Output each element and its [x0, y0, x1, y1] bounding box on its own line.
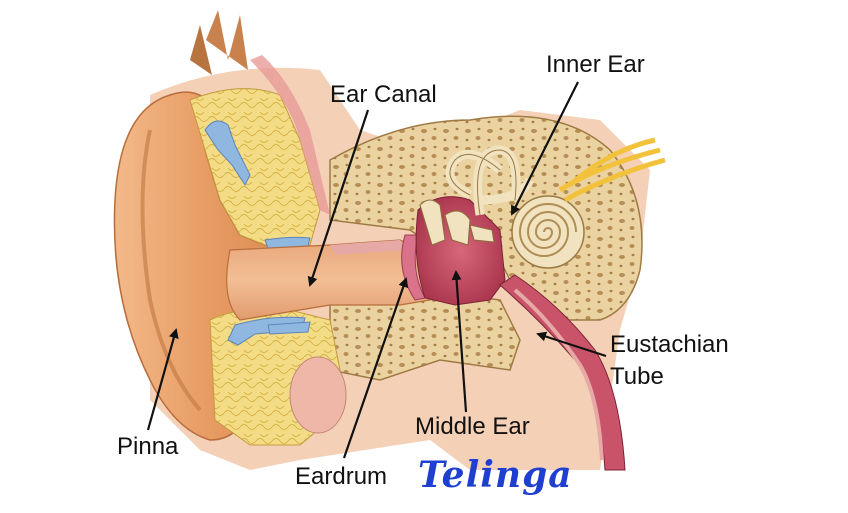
- canal-cartilage-top: [264, 236, 311, 249]
- arrow-middle-ear: [451, 270, 468, 413]
- lower-cartilage-2: [267, 321, 311, 335]
- ossicles: [419, 199, 495, 246]
- parotid-gland: [289, 356, 347, 434]
- eustachian-tube-lining: [513, 288, 604, 461]
- label-eardrum: Eardrum: [295, 463, 388, 490]
- hair-strands: [190, 10, 248, 75]
- pinna-fold: [140, 129, 202, 412]
- label-eustachian-line1: Eustachian: [610, 331, 729, 358]
- arrow-pinna: [146, 328, 179, 431]
- semicircular-canals-outline: [449, 149, 517, 216]
- arrow-eustachian-tube: [536, 331, 607, 358]
- arrow-eardrum: [342, 277, 409, 459]
- upper-skin-layer: [250, 55, 330, 215]
- caption-telinga: Telinga: [418, 454, 573, 496]
- label-middle-ear: Middle Ear: [415, 413, 530, 440]
- arrow-inner-ear: [511, 81, 579, 216]
- cochlea: [511, 195, 585, 269]
- arrow-ear-canal: [307, 109, 370, 287]
- label-inner-ear: Inner Ear: [546, 51, 645, 78]
- upper-cartilage: [204, 120, 251, 187]
- label-ear-canal: Ear Canal: [330, 81, 437, 108]
- label-pinna: Pinna: [117, 433, 179, 460]
- pointer-arrows: [146, 81, 607, 459]
- auditory-nerve: [558, 137, 666, 203]
- label-eustachian-line2: Tube: [610, 363, 664, 390]
- canal-lining: [330, 240, 410, 255]
